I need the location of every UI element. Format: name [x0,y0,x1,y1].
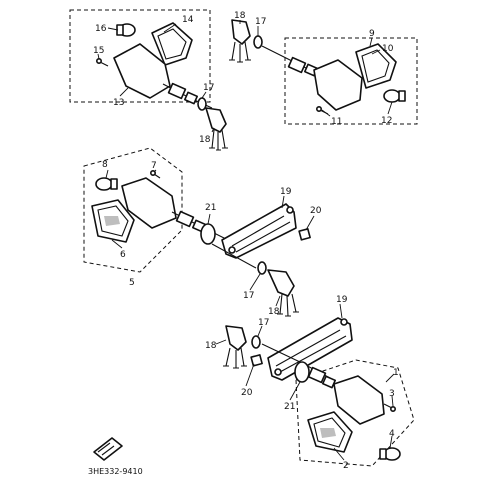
label-18d: 18 [205,341,217,351]
stem-fittings-1 [307,366,336,389]
bracket-19a [221,203,297,259]
label-7: 7 [151,161,157,171]
label-17c: 17 [243,291,254,301]
bulb-4 [379,447,401,461]
wire-socket-18b [229,19,251,63]
reference-part-icon [93,437,123,461]
grommet-17b [253,35,263,49]
housing-13 [113,43,171,99]
grommet-21b [294,361,310,383]
lens-10 [355,43,397,89]
label-8: 8 [102,160,108,170]
turn-signal-assembly-9 [229,19,418,125]
label-19a: 19 [280,187,292,197]
label-20a: 20 [310,206,322,216]
stem-fittings-5 [175,210,206,233]
label-5: 5 [129,278,135,288]
label-18c: 18 [268,307,280,317]
label-19b: 19 [336,295,348,305]
housing-9 [313,59,363,111]
label-21a: 21 [205,203,216,213]
stem-fittings-9 [287,56,318,77]
label-10: 10 [382,44,394,54]
screw-3 [383,403,396,412]
bulb-12 [383,89,406,103]
screw-7 [150,170,161,179]
diagram-code: 3HE332-9410 [88,467,143,476]
turn-signal-assembly-13 [69,9,228,151]
wire-socket-18a [205,107,228,151]
label-11: 11 [331,117,342,127]
label-20b: 20 [241,388,253,398]
label-1: 1 [393,368,399,378]
label-17a: 17 [203,83,214,93]
housing-5 [121,177,177,229]
turn-signal-assembly-5 [83,147,233,273]
bulb-8 [95,177,118,191]
stem-fittings-13 [167,82,198,105]
part-number-labels: 16 14 15 13 17 18 18 17 9 10 11 12 8 7 6… [93,11,399,471]
turn-signal-assembly-1 [223,317,415,467]
wire-socket-18c [267,269,299,317]
housing-1 [333,375,385,425]
bulb-16 [116,23,136,37]
label-3: 3 [389,389,395,399]
clip-20a [298,228,311,241]
screw-15 [96,57,109,67]
grommet-21a [200,223,216,245]
leader-lines [97,20,395,461]
grommet-17a [197,97,207,111]
label-14: 14 [182,15,194,25]
label-6: 6 [120,250,126,260]
label-17d: 17 [258,318,269,328]
label-12: 12 [381,116,392,126]
lens-6 [91,199,135,243]
wire-socket-18d [223,325,247,369]
lens-14 [151,22,193,66]
label-18a: 18 [199,135,211,145]
label-17b: 17 [255,17,266,27]
label-15: 15 [93,46,104,56]
label-18b: 18 [234,11,246,21]
bracket-19b [267,317,353,381]
lens-2 [307,411,353,453]
label-13: 13 [113,98,124,108]
grommet-17d [251,335,261,349]
label-2: 2 [343,461,349,471]
label-4: 4 [389,429,395,439]
grommet-17c [257,261,267,275]
label-16: 16 [95,24,107,34]
label-9: 9 [369,29,375,39]
clip-20b [250,354,263,367]
label-21b: 21 [284,402,295,412]
